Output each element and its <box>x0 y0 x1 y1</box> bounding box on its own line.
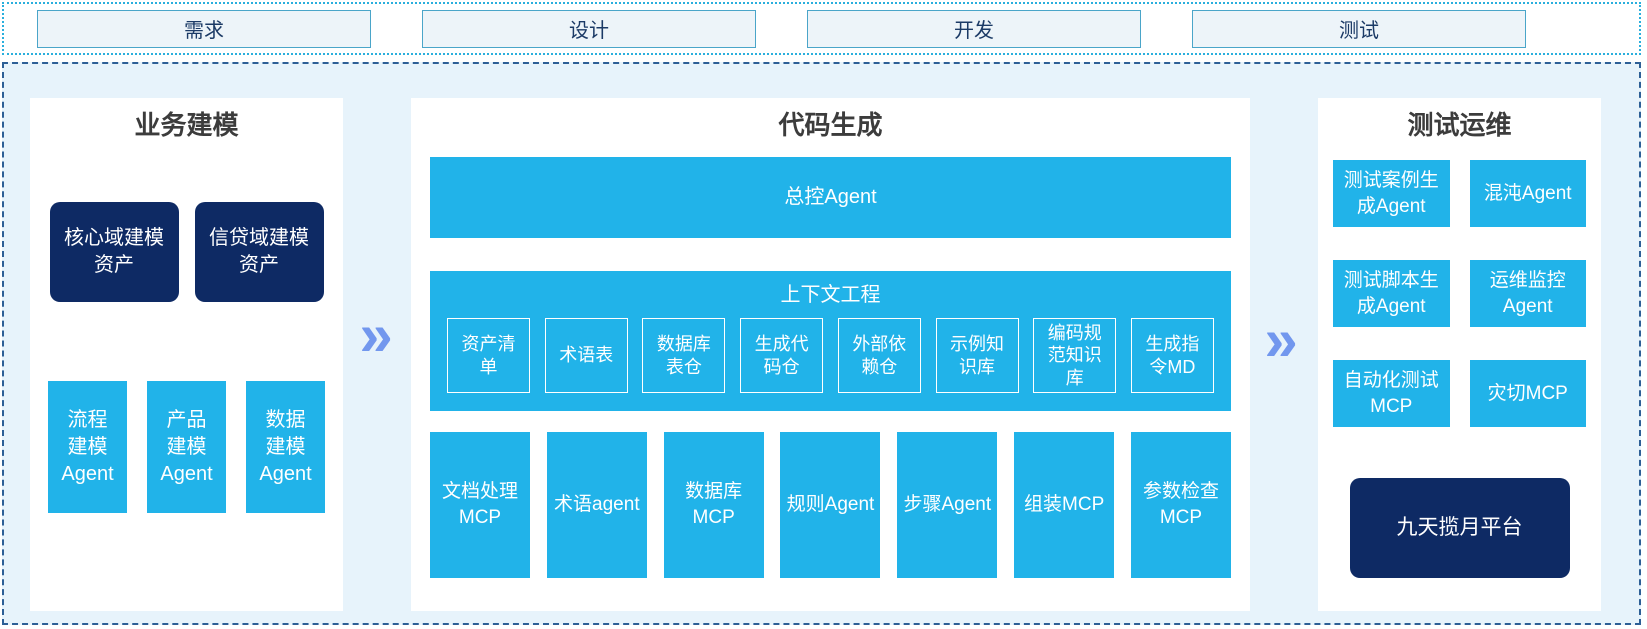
business-modeling-panel: 业务建模 核心域建模 资产 信贷域建模 资产 流程 建模 Agent 产品 建模… <box>30 98 343 611</box>
context-engineering-title: 上下文工程 <box>780 284 881 306</box>
modeling-assets-row: 核心域建模 资产 信贷域建模 资产 <box>30 202 343 302</box>
modeling-agents-row: 流程 建模 Agent 产品 建模 Agent 数据 建模 Agent <box>30 381 343 513</box>
core-domain-asset-box: 核心域建模 资产 <box>49 202 179 302</box>
database-mcp-box: 数据库 MCP <box>663 432 764 578</box>
context-engineering-section: 上下文工程 资产清 单 术语表 数据库 表仓 生成代 码仓 外部依 赖仓 示例知… <box>430 271 1231 411</box>
jiutian-lanyue-platform-box: 九天揽月平台 <box>1349 478 1570 578</box>
test-ops-title: 测试运维 <box>1407 110 1512 140</box>
phase-design: 设计 <box>422 9 756 48</box>
phase-development: 开发 <box>807 9 1141 48</box>
generation-instruction-md-box: 生成指 令MD <box>1130 318 1214 393</box>
auto-test-mcp-box: 自动化测试 MCP <box>1333 360 1450 427</box>
db-table-repo-box: 数据库 表仓 <box>642 318 726 393</box>
business-modeling-title: 业务建模 <box>134 110 239 140</box>
test-ops-panel: 测试运维 测试案例生 成Agent 混沌Agent 测试脚本生 成Agent 运… <box>1318 98 1601 611</box>
double-chevron-right-icon: » <box>1264 306 1298 373</box>
code-generation-panel: 代码生成 总控Agent 上下文工程 资产清 单 术语表 数据库 表仓 生成代 … <box>411 98 1250 611</box>
double-chevron-right-icon: » <box>359 301 393 368</box>
coding-standard-kb-box: 编码规 范知识 库 <box>1033 318 1117 393</box>
test-script-gen-agent-box: 测试脚本生 成Agent <box>1333 260 1450 327</box>
doc-processing-mcp-box: 文档处理 MCP <box>430 432 530 578</box>
disaster-switch-mcp-box: 灾切MCP <box>1469 360 1586 427</box>
glossary-box: 术语表 <box>544 318 628 393</box>
master-agent-bar: 总控Agent <box>430 157 1231 238</box>
external-deps-repo-box: 外部依 赖仓 <box>837 318 921 393</box>
phase-strip: 需求 设计 开发 测试 <box>2 2 1641 55</box>
product-modeling-agent-box: 产品 建模 Agent <box>147 381 226 513</box>
credit-domain-asset-box: 信贷域建模 资产 <box>194 202 324 302</box>
example-knowledge-base-box: 示例知 识库 <box>935 318 1019 393</box>
test-ops-grid: 测试案例生 成Agent 混沌Agent 测试脚本生 成Agent 运维监控 A… <box>1333 160 1586 427</box>
phase-testing: 测试 <box>1192 9 1526 48</box>
assembly-mcp-box: 组装MCP <box>1014 432 1115 578</box>
ops-monitor-agent-box: 运维监控 Agent <box>1469 260 1586 327</box>
generated-code-repo-box: 生成代 码仓 <box>740 318 824 393</box>
context-items-row: 资产清 单 术语表 数据库 表仓 生成代 码仓 外部依 赖仓 示例知 识库 编码… <box>430 318 1231 393</box>
asset-list-box: 资产清 单 <box>447 318 530 393</box>
data-modeling-agent-box: 数据 建模 Agent <box>246 381 325 513</box>
tools-row: 文档处理 MCP 术语agent 数据库 MCP 规则Agent 步骤Agent… <box>430 432 1231 578</box>
code-generation-title: 代码生成 <box>778 110 883 140</box>
glossary-agent-box: 术语agent <box>546 432 647 578</box>
step-agent-box: 步骤Agent <box>897 432 998 578</box>
chaos-agent-box: 混沌Agent <box>1469 160 1586 227</box>
process-modeling-agent-box: 流程 建模 Agent <box>48 381 127 513</box>
phase-requirements: 需求 <box>37 9 371 48</box>
main-canvas: 业务建模 核心域建模 资产 信贷域建模 资产 流程 建模 Agent 产品 建模… <box>2 62 1641 625</box>
param-check-mcp-box: 参数检查 MCP <box>1130 432 1231 578</box>
test-case-gen-agent-box: 测试案例生 成Agent <box>1333 160 1450 227</box>
rule-agent-box: 规则Agent <box>780 432 881 578</box>
